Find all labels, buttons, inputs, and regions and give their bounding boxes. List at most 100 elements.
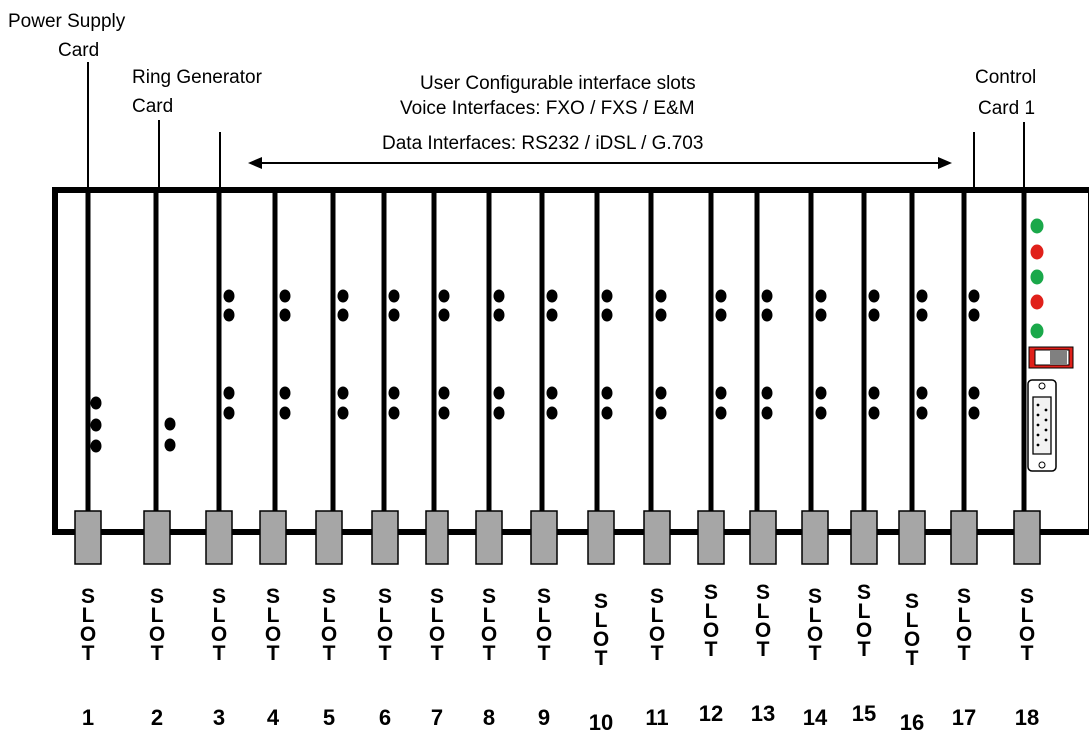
led-slot-8-4 — [493, 406, 505, 420]
led-slot-9-4 — [546, 406, 558, 420]
led-slot-14-4 — [815, 406, 827, 420]
slot-word-letter: L — [704, 600, 718, 623]
slot-number-3: 3 — [212, 705, 226, 730]
led-slot-1-2 — [90, 418, 102, 432]
slot-number-6: 6 — [378, 705, 392, 730]
connector-slot-11 — [643, 510, 671, 565]
connector-slot-17 — [950, 510, 978, 565]
slot-word-letter: S — [703, 581, 718, 604]
led-slot-5-4 — [337, 406, 349, 420]
control-serial-pin-a1 — [1036, 403, 1040, 407]
control-led-green-5 — [1030, 323, 1044, 339]
slot-word-letter: T — [857, 638, 871, 661]
led-slot-14-1 — [815, 289, 827, 303]
led-slot-10-2 — [601, 308, 613, 322]
led-slot-16-1 — [916, 289, 928, 303]
led-slot-3-4 — [223, 406, 235, 420]
user-slots-label-line1: User Configurable interface slots — [420, 73, 696, 94]
connector-slot-13 — [749, 510, 777, 565]
power-supply-label-line1: Power Supply — [8, 11, 126, 32]
control-switch-toggle — [1050, 351, 1067, 364]
slot-word-letter: O — [903, 628, 921, 651]
arrow-head-right — [938, 157, 952, 169]
slot-word-letter: T — [808, 642, 822, 665]
control-serial-screw-bottom — [1038, 461, 1046, 469]
led-slot-12-2 — [715, 308, 727, 322]
slot-word-letter: L — [857, 600, 871, 623]
slot-number-8: 8 — [482, 705, 496, 730]
led-slot-13-4 — [761, 406, 773, 420]
slot-word-letter: L — [594, 609, 608, 632]
slot-word-letter: O — [648, 623, 666, 646]
slot-word-letter: S — [956, 585, 971, 608]
slot-number-5: 5 — [322, 705, 336, 730]
led-slot-11-1 — [655, 289, 667, 303]
led-slot-11-3 — [655, 386, 667, 400]
chassis-frame — [52, 187, 1089, 535]
power-supply-label-line2: Card — [58, 40, 100, 61]
slot-word-letter: S — [80, 585, 95, 608]
slot-number-14: 14 — [802, 705, 828, 730]
led-slot-15-3 — [868, 386, 880, 400]
control-led-red-4 — [1030, 294, 1044, 310]
slot-number-18: 18 — [1014, 705, 1040, 730]
slot-word-letter: T — [594, 647, 608, 670]
led-slot-6-2 — [388, 308, 400, 322]
slot-word-letter: O — [955, 623, 973, 646]
slot-word-letter: O — [376, 623, 394, 646]
led-slot-12-4 — [715, 406, 727, 420]
led-slot-15-2 — [868, 308, 880, 322]
led-slot-11-4 — [655, 406, 667, 420]
slot-word-letter: L — [266, 604, 280, 627]
slot-word-letter: T — [212, 642, 226, 665]
slot-number-7: 7 — [430, 705, 444, 730]
connector-slot-10 — [587, 510, 615, 565]
slot-word-letter: S — [856, 581, 871, 604]
control-serial-shell — [1032, 396, 1052, 455]
led-slot-16-4 — [916, 406, 928, 420]
slot-word-letter: S — [265, 585, 280, 608]
ring-generator-label-line2: Card — [132, 96, 174, 117]
control-serial-pin-b4 — [1044, 438, 1048, 442]
led-slot-12-1 — [715, 289, 727, 303]
slot-word-letter: L — [322, 604, 336, 627]
led-slot-5-1 — [337, 289, 349, 303]
led-slot-1-1 — [90, 396, 102, 410]
arrow-head-left — [248, 157, 262, 169]
slot-number-4: 4 — [266, 705, 280, 730]
slot-word-letter: T — [756, 638, 770, 661]
led-slot-17-1 — [968, 289, 980, 303]
slot-word-letter: O — [480, 623, 498, 646]
led-slot-1-3 — [90, 439, 102, 453]
led-slot-10-1 — [601, 289, 613, 303]
slot-word-letter: O — [806, 623, 824, 646]
led-slot-14-3 — [815, 386, 827, 400]
control-serial-pin-a2 — [1036, 413, 1040, 417]
slot-word-letter: O — [210, 623, 228, 646]
led-slot-15-4 — [868, 406, 880, 420]
led-slot-6-1 — [388, 289, 400, 303]
led-slot-10-3 — [601, 386, 613, 400]
led-slot-6-4 — [388, 406, 400, 420]
led-slot-9-3 — [546, 386, 558, 400]
slot-word-letter: L — [212, 604, 226, 627]
led-slot-5-3 — [337, 386, 349, 400]
led-slot-7-4 — [438, 406, 450, 420]
control-card-label-line2: Card 1 — [978, 98, 1036, 119]
slot-word-letter: T — [430, 642, 444, 665]
slot-word-letter: O — [428, 623, 446, 646]
slot-word-letter: L — [482, 604, 496, 627]
slot-word-letter: O — [264, 623, 282, 646]
connector-slot-6 — [371, 510, 399, 565]
slot-word-letter: T — [537, 642, 551, 665]
led-slot-17-2 — [968, 308, 980, 322]
slot-word-letter: T — [905, 647, 919, 670]
